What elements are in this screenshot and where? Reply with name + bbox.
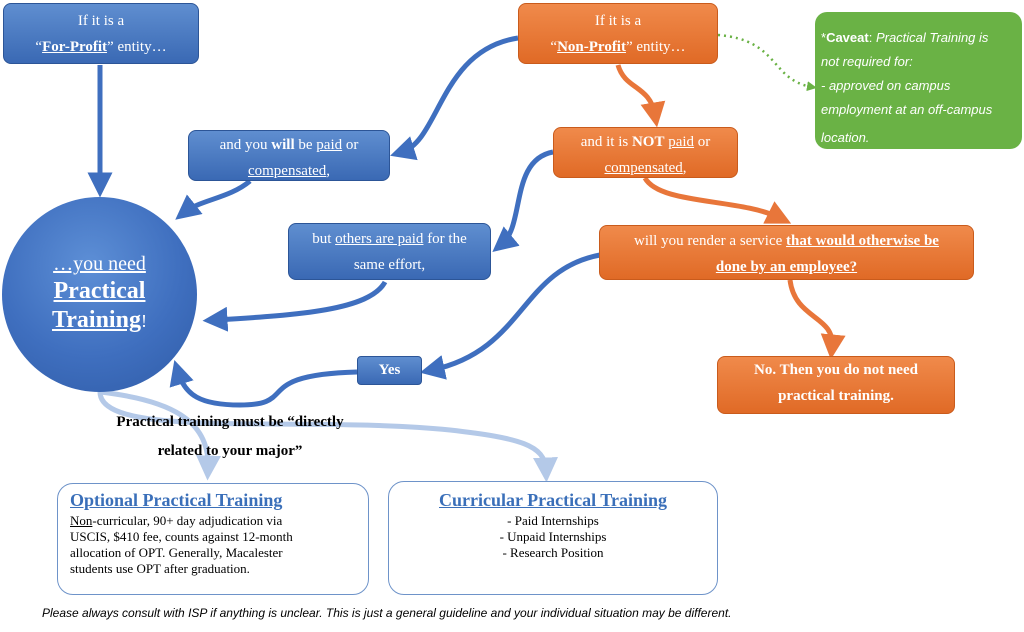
service-line2: done by an employee? <box>715 259 858 275</box>
others-paid-line1: but others are paid for the <box>312 231 467 247</box>
will-paid-line1: and you will be paid or <box>219 137 359 153</box>
will-be-paid-box: and you will be paid or compensated, <box>188 130 390 181</box>
directly-related-note: Practical training must be “directly rel… <box>80 408 380 466</box>
cpt-title: Curricular Practical Training <box>439 490 667 510</box>
arrow-nonprofit-to-caveat <box>717 33 817 92</box>
caveat-line4: employment at an off-campus <box>821 102 993 117</box>
service-line1: will you render a service that would oth… <box>634 233 939 249</box>
caveat-box: *Caveat: Practical Training is not requi… <box>815 12 1022 149</box>
arrow-service-to-no <box>787 279 846 360</box>
for-profit-entity: For-Profit <box>42 39 108 55</box>
cpt-list: - Paid Internships - Unpaid Internships … <box>389 513 717 561</box>
need-practical-training-circle: …you need Practical Training! <box>2 197 197 392</box>
cpt-box: Curricular Practical Training - Paid Int… <box>388 481 718 595</box>
cpt-item: - Unpaid Internships <box>499 529 607 544</box>
yes-box: Yes <box>357 356 422 385</box>
caveat-line5: location. <box>821 130 870 145</box>
for-profit-line2: “For-Profit” entity… <box>35 39 167 55</box>
arrow-notpaid-to-service <box>642 176 792 224</box>
caveat-line1: *Caveat: Practical Training is <box>821 30 989 45</box>
arrow-need-to-cpt <box>97 391 558 483</box>
directly-line1: Practical training must be “directly <box>116 414 344 430</box>
arrow-nonprofit-to-willpaid <box>390 35 519 161</box>
others-paid-box: but others are paid for the same effort, <box>288 223 491 280</box>
service-box: will you render a service that would oth… <box>599 225 974 280</box>
arrow-yes-to-need <box>169 360 358 408</box>
arrow-nonprofit-to-notpaid <box>615 64 666 128</box>
will-paid-line2: compensated, <box>247 163 331 179</box>
footnote: Please always consult with ISP if anythi… <box>42 606 732 620</box>
arrow-notpaid-to-otherspaid <box>492 149 554 252</box>
non-profit-box: If it is a “Non-Profit” entity… <box>518 3 718 64</box>
non-profit-line2: “Non-Profit” entity… <box>550 39 686 55</box>
not-paid-line1: and it is NOT paid or <box>580 134 711 150</box>
for-profit-line1: If it is a <box>77 13 125 29</box>
opt-box: Optional Practical Training Non-curricul… <box>57 483 369 595</box>
opt-body: Non-curricular, 90+ day adjudication via… <box>70 513 293 576</box>
arrow-need-to-opt <box>99 389 221 481</box>
not-paid-line2: compensated, <box>604 160 687 176</box>
others-paid-line2: same effort, <box>353 257 426 273</box>
opt-title: Optional Practical Training <box>70 490 283 510</box>
cpt-item: - Paid Internships <box>507 513 599 528</box>
non-profit-line1: If it is a <box>594 13 642 29</box>
no-line1: No. Then you do not need <box>754 362 918 378</box>
non-profit-entity: Non-Profit <box>557 39 626 55</box>
cpt-item: - Research Position <box>502 545 604 560</box>
caveat-line2: not required for: <box>821 54 913 69</box>
caveat-line3: - approved on campus <box>821 78 951 93</box>
arrow-otherspaid-to-need <box>202 280 388 332</box>
no-box: No. Then you do not need practical train… <box>717 356 955 414</box>
no-line2: practical training. <box>778 388 894 404</box>
for-profit-box: If it is a “For-Profit” entity… <box>3 3 199 64</box>
need-line1: …you need <box>53 253 146 275</box>
not-paid-box: and it is NOT paid or compensated, <box>553 127 738 178</box>
need-line3: Training! <box>52 307 147 333</box>
directly-line2: related to your major” <box>157 443 303 459</box>
arrow-willpaid-to-need <box>175 179 252 220</box>
arrow-service-to-yes <box>419 252 601 380</box>
need-line2: Practical <box>53 278 146 304</box>
